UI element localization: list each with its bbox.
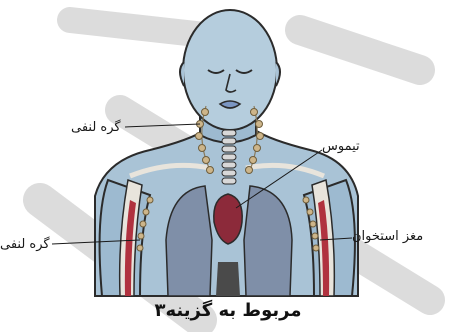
ear-right — [276, 62, 280, 86]
ear-left — [180, 62, 184, 86]
mouth — [220, 101, 240, 108]
figure-caption: مربوط به گزینه۳ — [0, 300, 456, 321]
label-lymph-node-arm: گره لنفی — [0, 238, 50, 251]
trachea — [222, 130, 236, 184]
heart — [216, 262, 240, 296]
label-bone-marrow: مغز استخوان — [352, 230, 423, 243]
head — [183, 10, 277, 130]
label-lymph-node-neck: گره لنفی — [71, 121, 121, 134]
label-thymus: تیموس — [322, 140, 360, 153]
